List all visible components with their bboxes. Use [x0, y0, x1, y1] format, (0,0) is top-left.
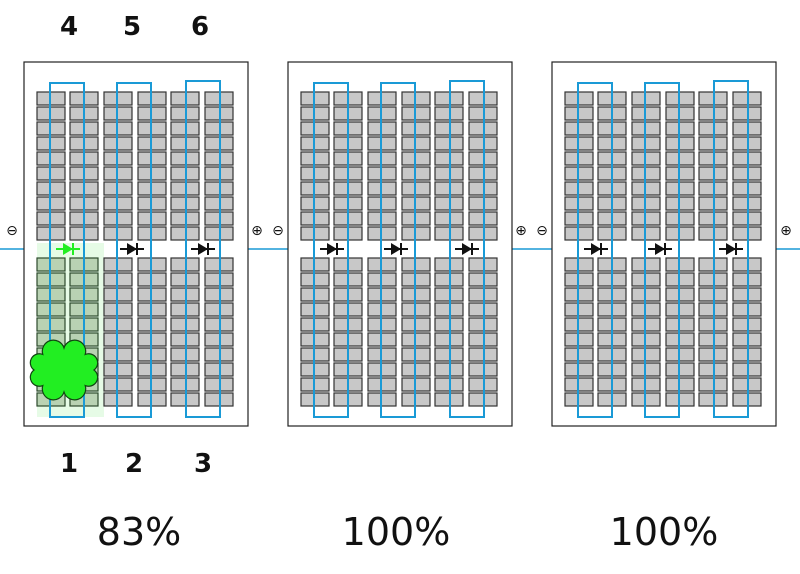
bypass-diode-icon: [198, 243, 208, 255]
string-label-3: 3: [193, 449, 213, 479]
bypass-diode-icon: [391, 243, 401, 255]
positive-terminal-icon: ⊕: [515, 223, 527, 239]
panel-1-efficiency: 83%: [96, 510, 182, 554]
negative-terminal-icon: ⊖: [536, 223, 548, 239]
substring-wire-loop: [713, 80, 749, 418]
substring-wire-loop: [449, 80, 485, 418]
negative-terminal-icon: ⊖: [6, 223, 18, 239]
negative-terminal-icon: ⊖: [272, 223, 284, 239]
bypass-diode-icon: [591, 243, 601, 255]
string-label-6: 6: [190, 12, 210, 42]
substring-wire-loop: [116, 82, 152, 418]
bypass-diode-icon: [655, 243, 665, 255]
string-label-2: 2: [124, 449, 144, 479]
bypass-diode-icon: [462, 243, 472, 255]
cloud-shade-icon: [29, 339, 99, 401]
bypass-diode-icon: [726, 243, 736, 255]
substring-wire-loop: [313, 82, 349, 418]
substring-wire-loop: [380, 82, 416, 418]
substring-wire-loop: [577, 82, 613, 418]
string-label-4: 4: [59, 12, 79, 42]
string-label-5: 5: [122, 12, 142, 42]
substring-wire-loop: [644, 82, 680, 418]
panel-3-efficiency: 100%: [609, 510, 719, 554]
panel-2-efficiency: 100%: [341, 510, 451, 554]
substring-wire-loop: [185, 80, 221, 418]
string-label-1: 1: [59, 449, 79, 479]
positive-terminal-icon: ⊕: [251, 223, 263, 239]
bypass-diode-icon: [327, 243, 337, 255]
bypass-diode-icon: [127, 243, 137, 255]
positive-terminal-icon: ⊕: [780, 223, 792, 239]
bypass-diode-icon: [63, 243, 73, 255]
